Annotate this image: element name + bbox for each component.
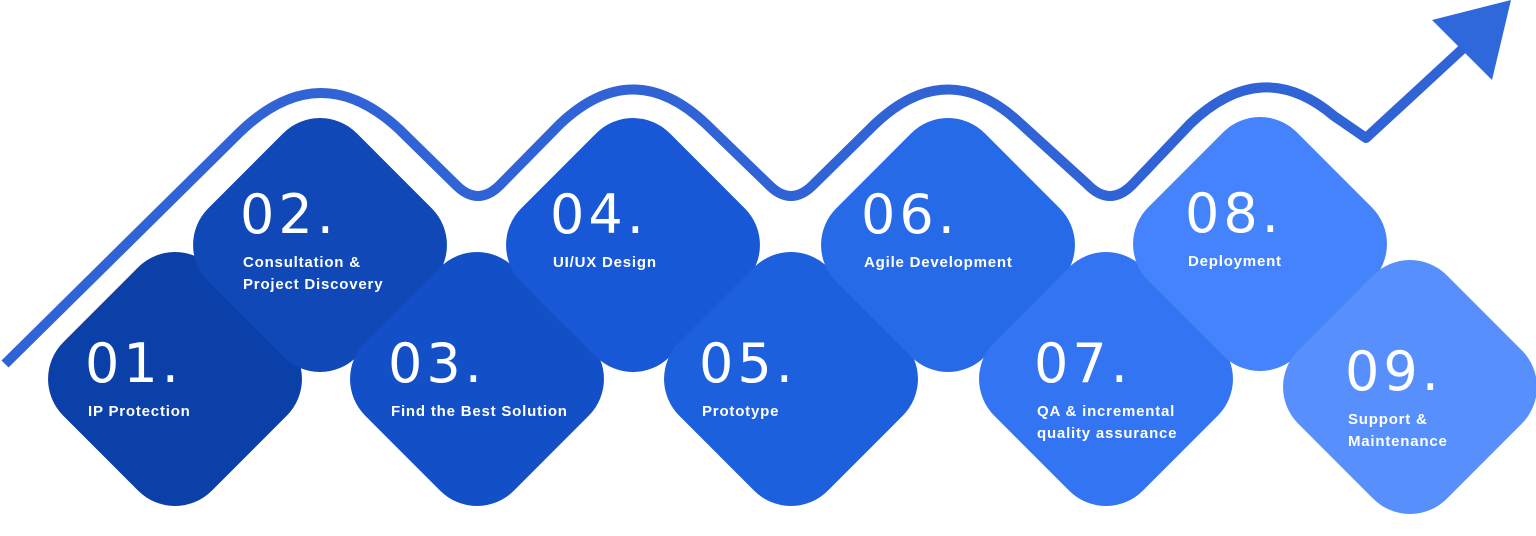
step-number: 03. — [388, 332, 486, 395]
step-number: 09. — [1345, 340, 1443, 403]
step-label-line-1: Deployment — [1188, 253, 1282, 270]
step-label: Deployment — [1188, 251, 1282, 273]
growth-path-arrow — [1, 0, 1511, 368]
step-label-line-2: Project Discovery — [243, 276, 384, 293]
step-label: Agile Development — [864, 252, 1013, 274]
step-label: QA & incremental quality assurance — [1037, 401, 1177, 445]
arrow-head-icon — [1432, 0, 1511, 80]
step-label-line-1: Consultation & — [243, 254, 361, 271]
step-label: IP Protection — [88, 401, 191, 423]
step-label: Support & Maintenance — [1348, 409, 1448, 453]
step-label: UI/UX Design — [553, 252, 657, 274]
step-number: 08. — [1185, 182, 1283, 245]
step-label: Prototype — [702, 401, 779, 423]
step-label-line-1: Prototype — [702, 403, 780, 420]
step-label-line-1: Support & — [1348, 411, 1428, 428]
step-label-line-1: Find the Best Solution — [391, 403, 568, 420]
step-number: 05. — [699, 332, 797, 395]
step-label: Consultation & Project Discovery — [243, 252, 383, 296]
step-label-line-1: IP Protection — [88, 403, 191, 420]
step-number: 02. — [240, 183, 338, 246]
step-label-line-2: Maintenance — [1348, 433, 1448, 450]
wave-path — [1, 38, 1474, 368]
step-label: Find the Best Solution — [391, 401, 568, 423]
step-number: 04. — [550, 183, 648, 246]
step-label-line-1: QA & incremental — [1037, 403, 1176, 420]
step-number: 01. — [85, 332, 183, 395]
step-label-line-1: UI/UX Design — [553, 254, 657, 271]
step-label-line-1: Agile Development — [864, 254, 1013, 271]
step-label-line-2: quality assurance — [1037, 425, 1178, 442]
step-number: 07. — [1034, 332, 1132, 395]
step-number: 06. — [861, 183, 959, 246]
